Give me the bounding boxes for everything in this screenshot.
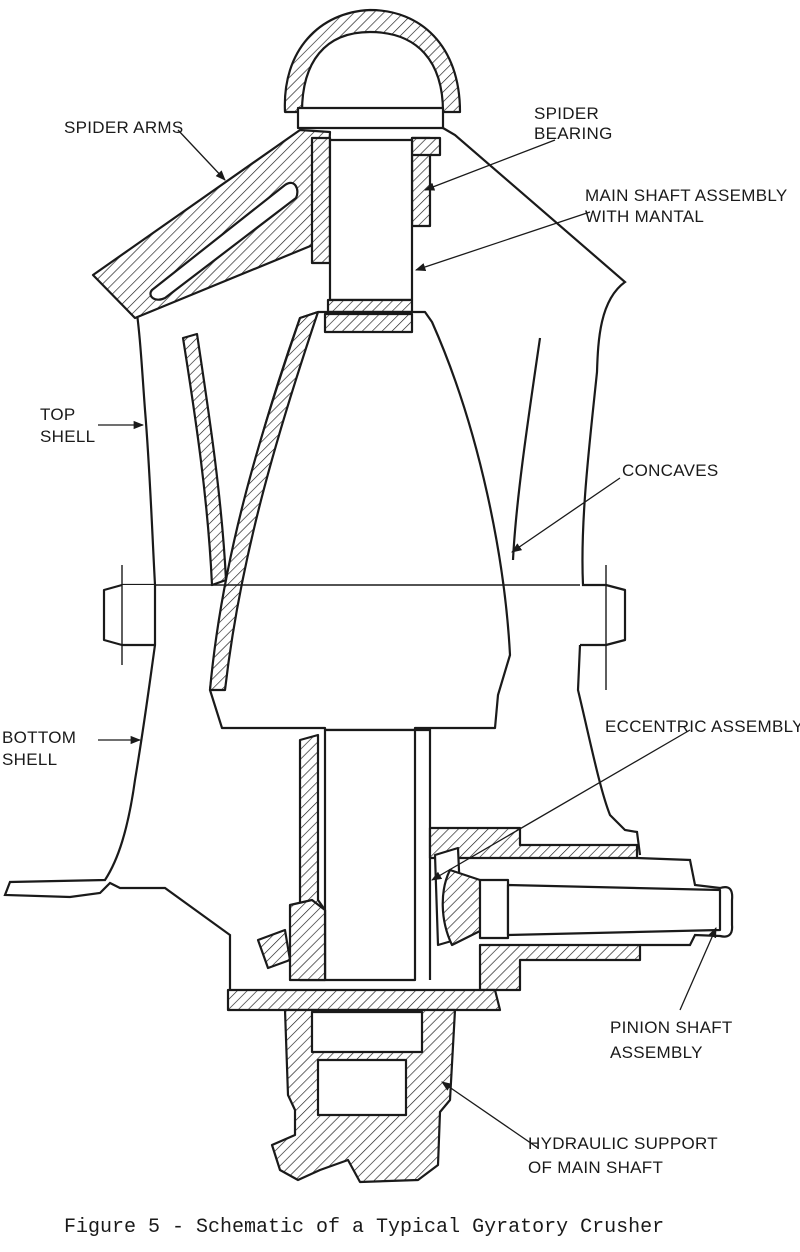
- pinion-housing-outline: [636, 856, 734, 947]
- leader-pinion: [679, 927, 717, 1011]
- spider-cap-dome: [283, 8, 462, 114]
- spider-arm-slot: [149, 181, 299, 301]
- label-spider-arms: SPIDER ARMS: [64, 118, 184, 137]
- label-top-shell-line1: TOP: [40, 405, 76, 424]
- base-plate: [226, 988, 502, 1012]
- hydraulic-piston: [310, 1010, 424, 1054]
- label-bottom-shell-line2: SHELL: [2, 750, 57, 769]
- concave-left: [181, 332, 228, 587]
- spider-bearing-left: [310, 136, 332, 265]
- label-hydraulic-line1: HYDRAULIC SUPPORT: [528, 1134, 718, 1153]
- main-shaft-lower: [323, 728, 417, 982]
- shaft-collar: [326, 298, 414, 314]
- bottom-shell-left: [3, 644, 232, 990]
- label-spider-bearing-line2: BEARING: [534, 124, 613, 143]
- label-eccentric: ECCENTRIC ASSEMBLY: [605, 717, 800, 736]
- gear-left: [256, 928, 292, 970]
- spider-bearing-lip: [410, 136, 442, 157]
- leader-spider-bearing: [424, 139, 556, 191]
- leader-hydraulic: [441, 1081, 539, 1149]
- flange-left: [102, 583, 157, 647]
- label-concaves: CONCAVES: [622, 461, 719, 480]
- label-top-shell-line2: SHELL: [40, 427, 95, 446]
- spider-arm: [91, 128, 332, 320]
- leader-concaves: [511, 477, 621, 553]
- mantle-cap-rings: [323, 312, 414, 334]
- eccentric-base: [288, 898, 327, 982]
- label-main-shaft-line1: MAIN SHAFT ASSEMBLY: [585, 186, 788, 205]
- main-shaft-upper: [328, 138, 414, 302]
- pinion-hub: [478, 878, 510, 940]
- concave-right: [511, 337, 542, 561]
- pinion-shaft: [506, 883, 722, 937]
- bottom-shell-right: [576, 644, 642, 856]
- figure-caption: Figure 5 - Schematic of a Typical Gyrato…: [64, 1216, 664, 1239]
- label-pinion-line1: PINION SHAFT: [610, 1018, 733, 1037]
- label-pinion-line2: ASSEMBLY: [610, 1043, 703, 1062]
- pinion-gear: [441, 868, 484, 947]
- pinion-housing-bottom: [478, 943, 642, 992]
- leader-main-shaft: [415, 211, 591, 271]
- label-spider-bearing-line1: SPIDER: [534, 104, 599, 123]
- top-shell-left: [107, 279, 157, 587]
- flange-right: [580, 583, 627, 647]
- mantle-liner: [208, 310, 320, 692]
- eccentric-housing-right: [415, 728, 432, 980]
- hydraulic-cylinder: [316, 1058, 408, 1117]
- spider-cap-plate: [296, 106, 445, 130]
- leader-spider-arms: [177, 129, 226, 181]
- label-bottom-shell-line1: BOTTOM: [2, 728, 76, 747]
- pinion-housing-top: [428, 826, 639, 860]
- label-main-shaft-line2: WITH MANTAL: [585, 207, 704, 226]
- leader-eccentric: [431, 729, 691, 881]
- label-hydraulic-line2: OF MAIN SHAFT: [528, 1158, 663, 1177]
- top-shell-right: [442, 127, 627, 587]
